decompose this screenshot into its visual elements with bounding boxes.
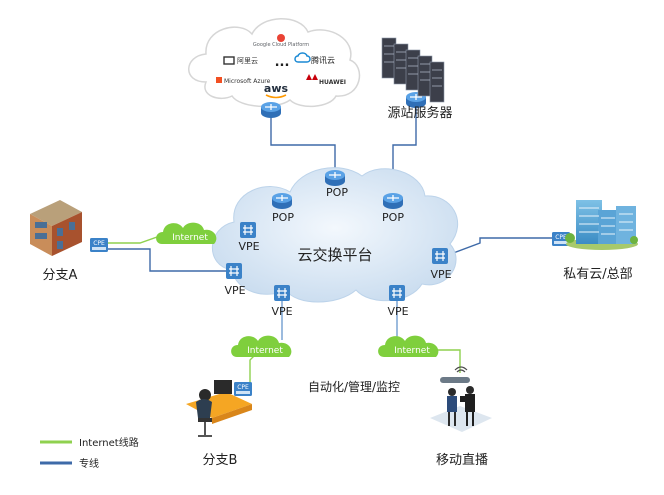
internet-cloud-branch-a: Internet [156, 222, 217, 244]
private-cloud-label: 私有云/总部 [563, 267, 632, 282]
vpe-node-lower-left: VPE [224, 262, 246, 297]
internet-cloud-mobile: Internet [378, 335, 439, 357]
vpe-label: VPE [238, 240, 259, 253]
huawei-logo: HUAWEI [319, 79, 346, 86]
legend-label-dedicated: 专线 [79, 457, 99, 470]
cloud-router [260, 101, 282, 119]
azure-icon [216, 77, 222, 83]
vpe-node-bottom-left: VPE [271, 284, 293, 318]
pop-router-left: POP [271, 192, 294, 224]
core-title: 云交换平台 [297, 246, 372, 264]
origin-server-icon [381, 37, 445, 103]
vpe-node-bottom-right: VPE [387, 284, 409, 318]
provider-ellipsis: ... [275, 55, 290, 70]
tencent-cloud-icon [294, 52, 311, 63]
origin-server-label: 源站服务器 [387, 105, 452, 121]
link-private-vpe [439, 237, 554, 259]
branch-b-label: 分支B [203, 453, 238, 468]
branch-b-office-icon [186, 380, 252, 437]
cpe-branch-b [234, 382, 252, 396]
cpe-branch-a [90, 238, 108, 252]
public-cloud: Google Cloud Platform 阿里云 ... 腾讯云 Micros… [188, 18, 361, 108]
internet-label: Internet [247, 346, 283, 356]
legend: Internet线路 专线 [40, 436, 139, 470]
vpe-drop-links [281, 296, 398, 340]
vpe-label: VPE [224, 284, 245, 297]
pop-router-top: POP [324, 169, 348, 199]
link-brancha-vpe-lower [108, 248, 232, 272]
pop-label-right: POP [382, 211, 404, 224]
automation-caption: 自动化/管理/监控 [308, 379, 400, 394]
link-cloud-pop [270, 113, 336, 172]
vpe-label: VPE [271, 305, 292, 318]
internet-label: Internet [394, 346, 430, 356]
vpe-label: VPE [430, 268, 451, 281]
private-cloud-buildings-icon [565, 200, 638, 250]
internet-label: Internet [172, 233, 208, 243]
tencent-cloud-logo: 腾讯云 [311, 55, 335, 65]
pop-router-right: POP [382, 192, 404, 224]
pop-label-left: POP [272, 211, 294, 224]
aws-logo: aws [264, 82, 289, 95]
aws-smile-icon [265, 94, 287, 99]
vpe-node-upper-left: VPE [238, 221, 260, 253]
google-cloud-logo: Google Cloud Platform [253, 42, 309, 48]
mobile-live-label: 移动直播 [436, 453, 488, 468]
aliyun-logo: 阿里云 [237, 56, 258, 65]
internet-cloud-branch-b: Internet [231, 335, 292, 357]
aliyun-icon [223, 56, 235, 65]
google-cloud-icon [277, 34, 285, 42]
mobile-live-icon [430, 366, 492, 432]
vpe-label: VPE [387, 305, 408, 318]
vpe-node-right: VPE [430, 247, 452, 281]
pop-label-top: POP [326, 186, 348, 199]
huawei-icon [306, 74, 318, 80]
branch-a-label: 分支A [43, 268, 78, 283]
azure-logo: Microsoft Azure [224, 78, 271, 85]
legend-label-internet: Internet线路 [79, 436, 139, 449]
branch-a-building-icon [30, 200, 82, 256]
